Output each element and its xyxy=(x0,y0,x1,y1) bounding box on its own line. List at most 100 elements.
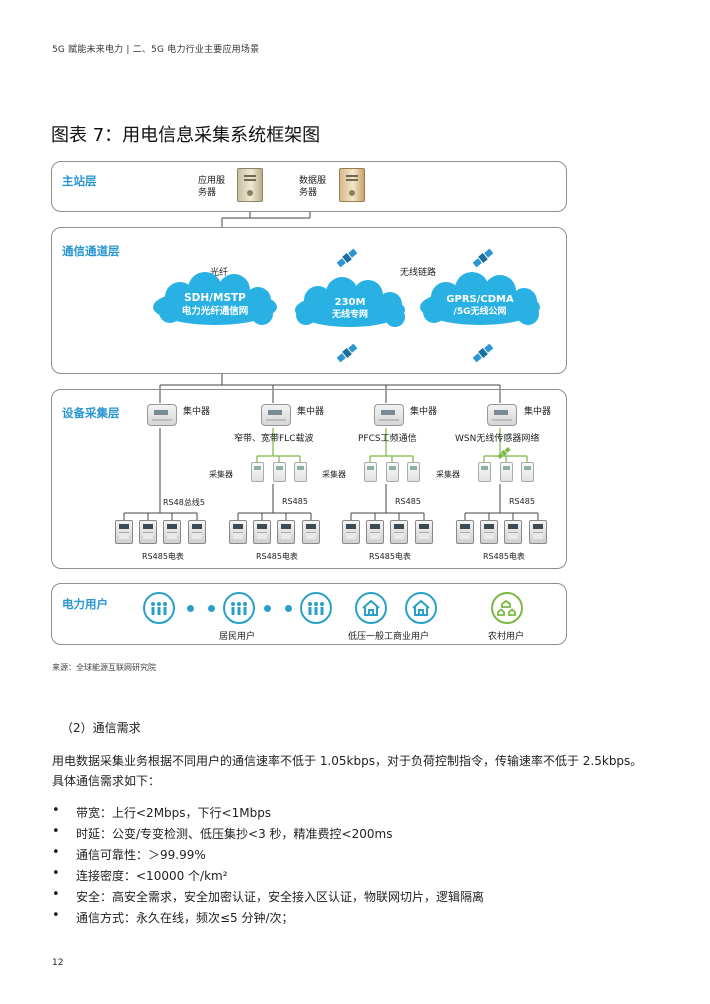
tech-label-wsn: WSN无线传感器网络 xyxy=(455,434,540,444)
bullet-dot: • xyxy=(52,824,60,839)
residential-user-icon xyxy=(300,592,332,624)
ellipsis-dot xyxy=(285,605,292,612)
meter-icon xyxy=(529,520,547,544)
commercial-users-label: 低压一般工商业用户 xyxy=(348,632,430,642)
commercial-user-icon xyxy=(355,592,387,624)
collector-icon xyxy=(386,462,399,482)
bus-label: RS485 xyxy=(509,497,535,506)
rural-users-label: 农村用户 xyxy=(488,632,525,642)
architecture-diagram: 主站层 应用服 务器 数据服 务器 通信通道层 光纤 无线链路 xyxy=(51,161,567,645)
meter-icon xyxy=(253,520,271,544)
bullet-dot: • xyxy=(52,866,60,881)
tech-label-plc: 窄带、宽带FLC载波 xyxy=(234,434,314,444)
meter-icon xyxy=(456,520,474,544)
cloud-sdh-line2: 电力光纤通信网 xyxy=(181,306,249,317)
commercial-user-icon xyxy=(405,592,437,624)
collector-label: 采集器 xyxy=(322,470,346,479)
master-station-layer xyxy=(51,161,567,212)
wireless-link-label: 无线链路 xyxy=(400,268,437,278)
app-server-label-line1: 应用服 xyxy=(198,176,226,186)
satellite-icon xyxy=(472,248,494,268)
concentrator-icon xyxy=(374,404,404,426)
meter-icon xyxy=(115,520,133,544)
concentrator-icon xyxy=(147,404,177,426)
residential-users-label: 居民用户 xyxy=(219,632,256,642)
concentrator-label: 集中器 xyxy=(410,407,438,417)
cloud-230m-line2: 无线专网 xyxy=(331,310,368,320)
bullet-text: 通信可靠性：＞99.99% xyxy=(76,848,206,862)
cloud-gprs-line2: /5G无线公网 xyxy=(453,307,507,317)
bus-label: RS485 xyxy=(395,497,421,506)
satellite-icon xyxy=(472,343,494,363)
meter-icon xyxy=(390,520,408,544)
page-number: 12 xyxy=(52,958,64,968)
collector-icon xyxy=(273,462,286,482)
collector-label: 采集器 xyxy=(209,470,233,479)
meter-group-label: RS485电表 xyxy=(142,552,184,561)
collector-icon xyxy=(364,462,377,482)
cloud-gprs-shape xyxy=(420,272,540,325)
collector-icon xyxy=(521,462,534,482)
communication-layer-label: 通信通道层 xyxy=(62,244,120,258)
residential-user-icon xyxy=(143,592,175,624)
ellipsis-dot xyxy=(208,605,215,612)
device-collection-layer xyxy=(51,389,567,569)
data-server-icon xyxy=(339,168,365,202)
bullet-dot: • xyxy=(52,908,60,923)
cloud-230m-shape xyxy=(295,277,405,327)
satellite-icon xyxy=(336,248,358,268)
app-server-label-line2: 务器 xyxy=(198,188,217,198)
bullet-text: 带宽：上行<2Mbps，下行<1Mbps xyxy=(76,806,272,820)
fiber-label: 光纤 xyxy=(210,268,229,278)
bullet-text: 时延：公变/专变检测、低压集抄<3 秒，精准费控<200ms xyxy=(76,827,393,841)
figure-title: 图表 7：用电信息采集系统框架图 xyxy=(51,125,321,146)
meter-icon xyxy=(188,520,206,544)
app-server-label: 应用服 务器 xyxy=(198,175,225,199)
concentrator-label: 集中器 xyxy=(183,407,211,417)
bullet-text: 连接密度：<10000 个/km² xyxy=(76,869,228,883)
ellipsis-dot xyxy=(187,605,194,612)
data-server-label: 数据服 务器 xyxy=(299,175,326,199)
meter-icon xyxy=(229,520,247,544)
cloud-230m: 230M 无线专网 xyxy=(300,296,400,322)
bullet-dot: • xyxy=(52,845,60,860)
meter-icon xyxy=(163,520,181,544)
residential-user-icon xyxy=(223,592,255,624)
data-server-label-line2: 务器 xyxy=(299,188,318,198)
bullet-text: 安全：高安全需求，安全加密认证，安全接入区认证，物联网切片，逻辑隔离 xyxy=(76,890,485,904)
meter-icon xyxy=(342,520,360,544)
body-paragraph: 用电数据采集业务根据不同用户的通信速率不低于 1.05kbps，对于负荷控制指令… xyxy=(52,754,643,788)
cloud-gprs-cdma: GPRS/CDMA /5G无线公网 xyxy=(425,293,535,319)
meter-icon xyxy=(139,520,157,544)
satellite-icon xyxy=(336,343,358,363)
concentrator-icon xyxy=(487,404,517,426)
app-server-icon xyxy=(237,168,263,202)
rural-user-icon xyxy=(491,592,523,624)
collector-icon xyxy=(478,462,491,482)
cloud-230m-line1: 230M xyxy=(334,297,366,308)
cloud-gprs-line1: GPRS/CDMA xyxy=(446,294,514,305)
concentrator-label: 集中器 xyxy=(524,407,552,417)
ellipsis-dot xyxy=(264,605,271,612)
meter-group-label: RS485电表 xyxy=(483,552,525,561)
concentrator-icon xyxy=(261,404,291,426)
collector-icon xyxy=(407,462,420,482)
section-title: （2）通信需求 xyxy=(61,721,141,735)
meter-icon xyxy=(277,520,295,544)
master-station-label: 主站层 xyxy=(62,174,97,188)
collector-label: 采集器 xyxy=(436,470,460,479)
wireless-sensor-icon xyxy=(497,447,511,459)
figure-source: 来源：全球能源互联网研究院 xyxy=(52,663,156,672)
meter-icon xyxy=(415,520,433,544)
data-server-label-line1: 数据服 xyxy=(299,176,327,186)
collector-icon xyxy=(251,462,264,482)
meter-icon xyxy=(480,520,498,544)
bus-label: RS485 xyxy=(282,497,308,506)
meter-icon xyxy=(302,520,320,544)
cloud-sdh-line1: SDH/MSTP xyxy=(184,292,246,304)
collector-icon xyxy=(500,462,513,482)
meter-group-label: RS485电表 xyxy=(256,552,298,561)
running-header: 5G 赋能未来电力 | 二、5G 电力行业主要应用场景 xyxy=(52,45,260,55)
bullet-text: 通信方式：永久在线，频次≤5 分钟/次； xyxy=(76,911,294,925)
meter-icon xyxy=(366,520,384,544)
